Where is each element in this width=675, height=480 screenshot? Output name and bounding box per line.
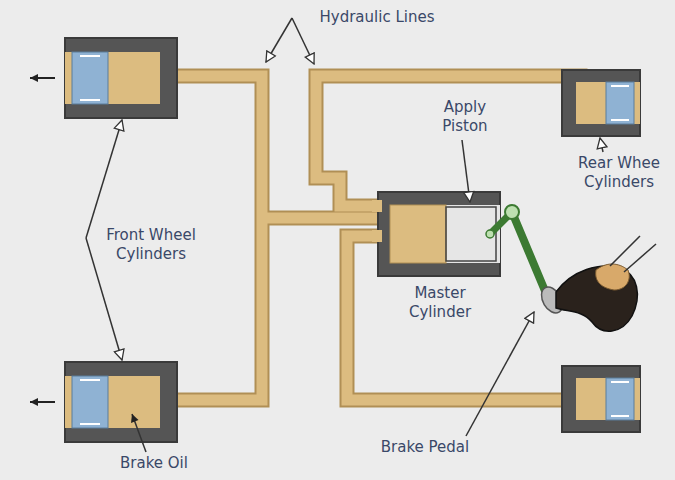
part-label: Front Wheel Cylinders — [92, 226, 210, 264]
part-label: Apply Piston — [420, 98, 510, 136]
leader-lines-part — [266, 18, 292, 62]
part-label: Brake Pedal — [370, 438, 480, 457]
brake-pedal-assembly-part — [624, 244, 656, 272]
leader-lines-part — [466, 312, 534, 436]
front-wheel-cylinder-part — [80, 379, 100, 381]
master-cylinder-part — [390, 205, 500, 263]
rear-wheel-cylinder-part — [606, 378, 634, 420]
rear-wheel-cylinder-part — [611, 119, 629, 121]
rear-wheel-cylinder-part — [611, 415, 629, 417]
hydraulic-line — [158, 76, 582, 400]
master-cylinder-part — [372, 200, 382, 212]
leader-lines-part — [600, 138, 603, 152]
part-label: Brake Oil — [104, 454, 204, 473]
brake-pedal-assembly — [486, 205, 656, 331]
part-label: Rear Whee Cylinders — [570, 154, 668, 192]
front-wheel-cylinder-part — [30, 77, 55, 79]
rear-wheel-cylinder-part — [576, 82, 640, 124]
master-cylinder-part — [372, 230, 382, 242]
rear-wheel-cylinder-part — [576, 378, 640, 420]
leader-lines-part — [462, 140, 470, 202]
brake-pedal-assembly-part — [486, 230, 494, 238]
rear-wheel-cylinder — [562, 70, 640, 136]
rear-wheel-cylinder-part — [611, 381, 629, 383]
brake-pedal-assembly-part — [505, 205, 519, 219]
front-wheel-cylinder-part — [80, 99, 100, 101]
line-label: Hydraulic Lines — [302, 8, 452, 27]
front-wheel-cylinder-part — [65, 52, 160, 104]
leader-lines — [86, 18, 603, 452]
leader-lines-part — [86, 120, 122, 238]
master-cylinder-part — [378, 192, 500, 276]
rear-wheel-cylinder-part — [562, 70, 640, 136]
brake-pedal-assembly-part — [596, 264, 630, 290]
hydraulic-line-outline-part — [316, 76, 580, 206]
master-cylinder — [372, 192, 500, 276]
rear-wheel-cylinder-part — [562, 366, 640, 432]
front-wheel-cylinder — [30, 362, 177, 442]
hydraulic-line-part — [316, 76, 580, 206]
front-wheel-cylinder-part — [65, 38, 177, 118]
master-cylinder-part — [446, 207, 496, 261]
front-wheel-cylinder-part — [65, 362, 177, 442]
leader-lines-part — [292, 18, 314, 64]
leader-lines-part — [132, 414, 146, 452]
part-label: Master Cylinder — [388, 284, 492, 322]
front-wheel-cylinder-part — [65, 376, 160, 428]
front-wheel-cylinder — [30, 38, 177, 118]
front-wheel-cylinder-part — [80, 55, 100, 57]
master-cylinder-part — [390, 205, 446, 263]
front-wheel-cylinder-part — [72, 376, 108, 428]
front-wheel-cylinder-part — [30, 401, 55, 403]
rear-wheel-cylinder-part — [611, 85, 629, 87]
rear-wheel-cylinder — [562, 366, 640, 432]
rear-wheel-cylinder-part — [606, 82, 634, 124]
hydraulic-line-outline-part — [262, 211, 380, 226]
hydraulic-line-part — [262, 213, 380, 224]
front-wheel-cylinder-part — [80, 423, 100, 425]
brake-pedal-assembly-part — [512, 212, 548, 298]
front-wheel-cylinder-part — [72, 52, 108, 104]
